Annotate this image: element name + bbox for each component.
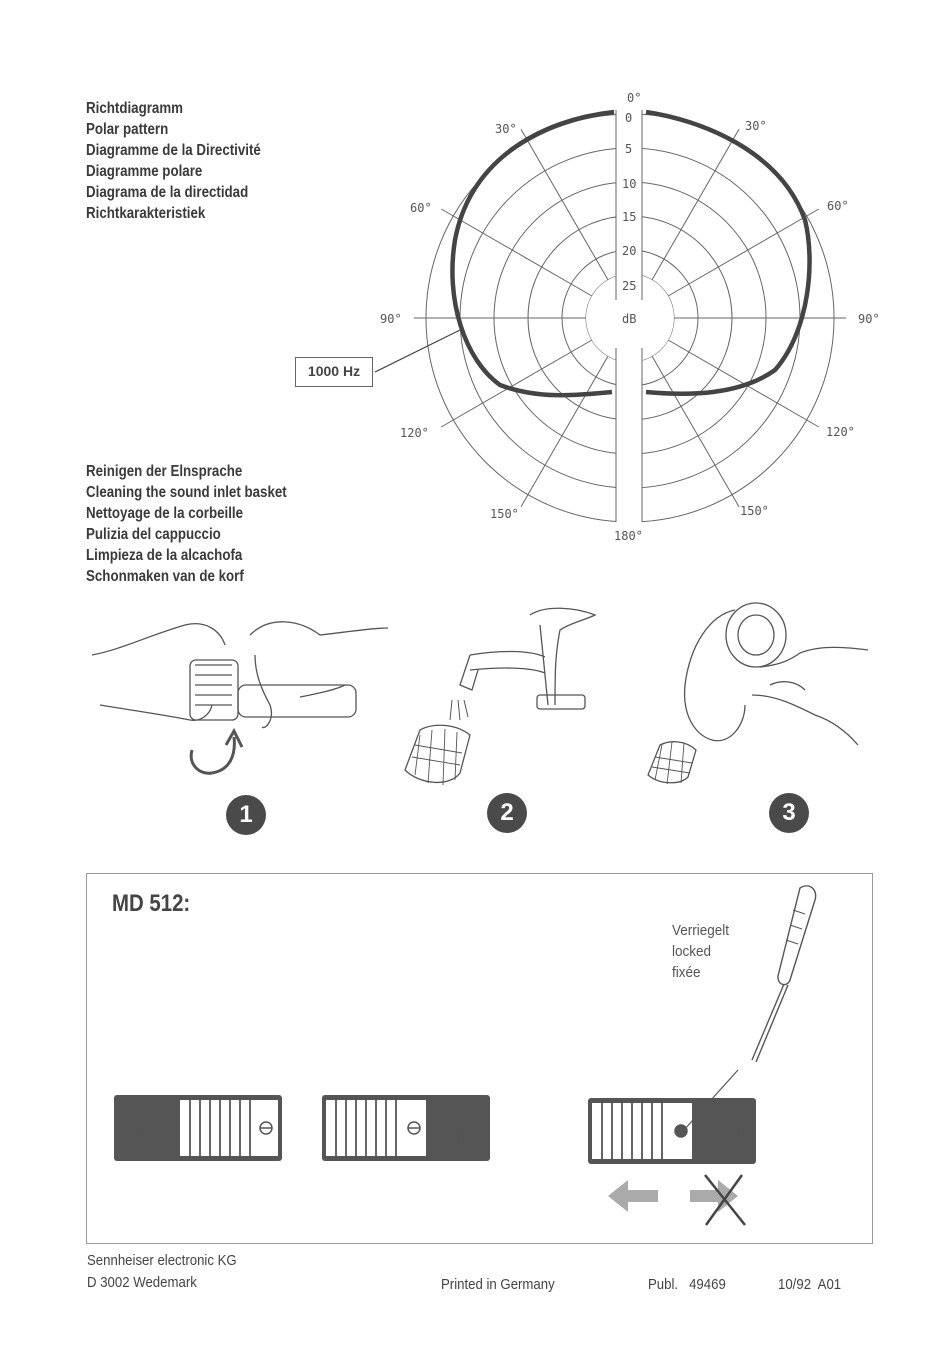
db-5-label: 5	[625, 142, 632, 156]
step1-illustration-unscrew	[91, 621, 389, 775]
polar-title-es: Diagrama de la directidad	[86, 184, 249, 201]
screwdriver-icon	[683, 885, 817, 1131]
cleaning-illustrations	[91, 602, 869, 785]
switch-locked-on: ON	[588, 1098, 756, 1164]
footer-publ: Publ. 49469	[648, 1276, 726, 1293]
polar-spoke-120-left	[440, 339, 593, 428]
polar-title-fr: Diagramme de la Directivité	[86, 142, 261, 159]
angle-180-label: 180°	[614, 529, 643, 543]
angle-150-left-label: 150°	[490, 507, 519, 521]
footer-company: Sennheiser electronic KG	[87, 1252, 237, 1269]
polar-spoke-30-left	[520, 128, 609, 281]
polar-center	[586, 274, 674, 362]
angle-90-right-label: 90°	[858, 312, 880, 326]
db-10-label: 10	[622, 177, 636, 191]
frequency-label: 1000 Hz	[295, 357, 373, 387]
angle-0-label: 0°	[627, 91, 641, 105]
lock-label-en: locked	[672, 943, 712, 960]
cleaning-title-nl: Schonmaken van de korf	[86, 568, 244, 585]
lock-label-block: Verriegelt locked fixée	[672, 920, 729, 983]
polar-title-de: Richtdiagramm	[86, 100, 184, 117]
polar-spoke-30-right	[651, 128, 740, 281]
switch-off: OFF	[114, 1095, 282, 1161]
db-15-label: 15	[622, 210, 636, 224]
footer-printed: Printed in Germany	[441, 1276, 555, 1293]
db-0-label: 0	[625, 111, 632, 125]
angle-120-right-label: 120°	[826, 425, 855, 439]
db-unit-label: dB	[622, 312, 636, 326]
angle-150-right-label: 150°	[740, 504, 769, 518]
db-20-label: 20	[622, 244, 636, 258]
polar-curve-1000hz	[450, 109, 812, 398]
cleaning-title-fr: Nettoyage de la corbeille	[86, 505, 244, 522]
step2-illustration-rinse	[404, 607, 597, 785]
cleaning-title-it: Pulizia del cappuccio	[86, 526, 221, 543]
step-1-badge: 1	[226, 795, 266, 835]
step-3-badge: 3	[769, 793, 809, 833]
step3-illustration-dry	[647, 602, 869, 785]
switch-locked-label: ON	[700, 1119, 745, 1152]
md512-title: MD 512:	[112, 890, 191, 917]
angle-90-left-label: 90°	[380, 312, 402, 326]
polar-diagram: 0° 30° 30° 60° 60° 90° 90° 120° 120° 150…	[374, 91, 880, 543]
polar-title-en: Polar pattern	[86, 121, 169, 138]
cleaning-title-es: Limpieza de la alcachofa	[86, 547, 243, 564]
angle-30-left-label: 30°	[495, 122, 517, 136]
switch-on-label: ON	[434, 1116, 479, 1149]
lock-label-de: Verriegelt	[672, 922, 730, 939]
angle-60-left-label: 60°	[410, 201, 432, 215]
angle-60-right-label: 60°	[827, 199, 849, 213]
cleaning-title-en: Cleaning the sound inlet basket	[86, 484, 287, 501]
db-25-label: 25	[622, 279, 636, 293]
polar-title-it: Diagramme polare	[86, 163, 203, 180]
md512-panel	[86, 873, 873, 1244]
polar-title-nl: Richtkarakteristiek	[86, 205, 206, 222]
switch-on: ON	[322, 1095, 490, 1161]
angle-120-left-label: 120°	[400, 426, 429, 440]
cleaning-title-block: Reinigen der Elnsprache Cleaning the sou…	[86, 461, 287, 587]
cleaning-title-de: Reinigen der Elnsprache	[86, 463, 243, 480]
angle-30-right-label: 30°	[745, 119, 767, 133]
footer-date: 10/92 A01	[778, 1276, 842, 1293]
polar-spoke-60-left	[440, 208, 593, 297]
arrow-right-crossed-icon	[690, 1174, 746, 1226]
footer-address: D 3002 Wedemark	[87, 1274, 197, 1291]
polar-spoke-60-right	[667, 208, 820, 297]
lock-label-fr: fixée	[672, 964, 701, 981]
step-2-badge: 2	[487, 793, 527, 833]
polar-spoke-150-right	[651, 355, 740, 508]
arrow-left-allowed-icon	[608, 1180, 658, 1212]
switch-off-label: OFF	[118, 1116, 178, 1149]
polar-pattern-title-block: Richtdiagramm Polar pattern Diagramme de…	[86, 98, 261, 224]
switch-illustrations: OFF ON ON	[114, 885, 817, 1226]
frequency-leader-line	[374, 329, 461, 373]
polar-spoke-150-left	[520, 355, 609, 508]
